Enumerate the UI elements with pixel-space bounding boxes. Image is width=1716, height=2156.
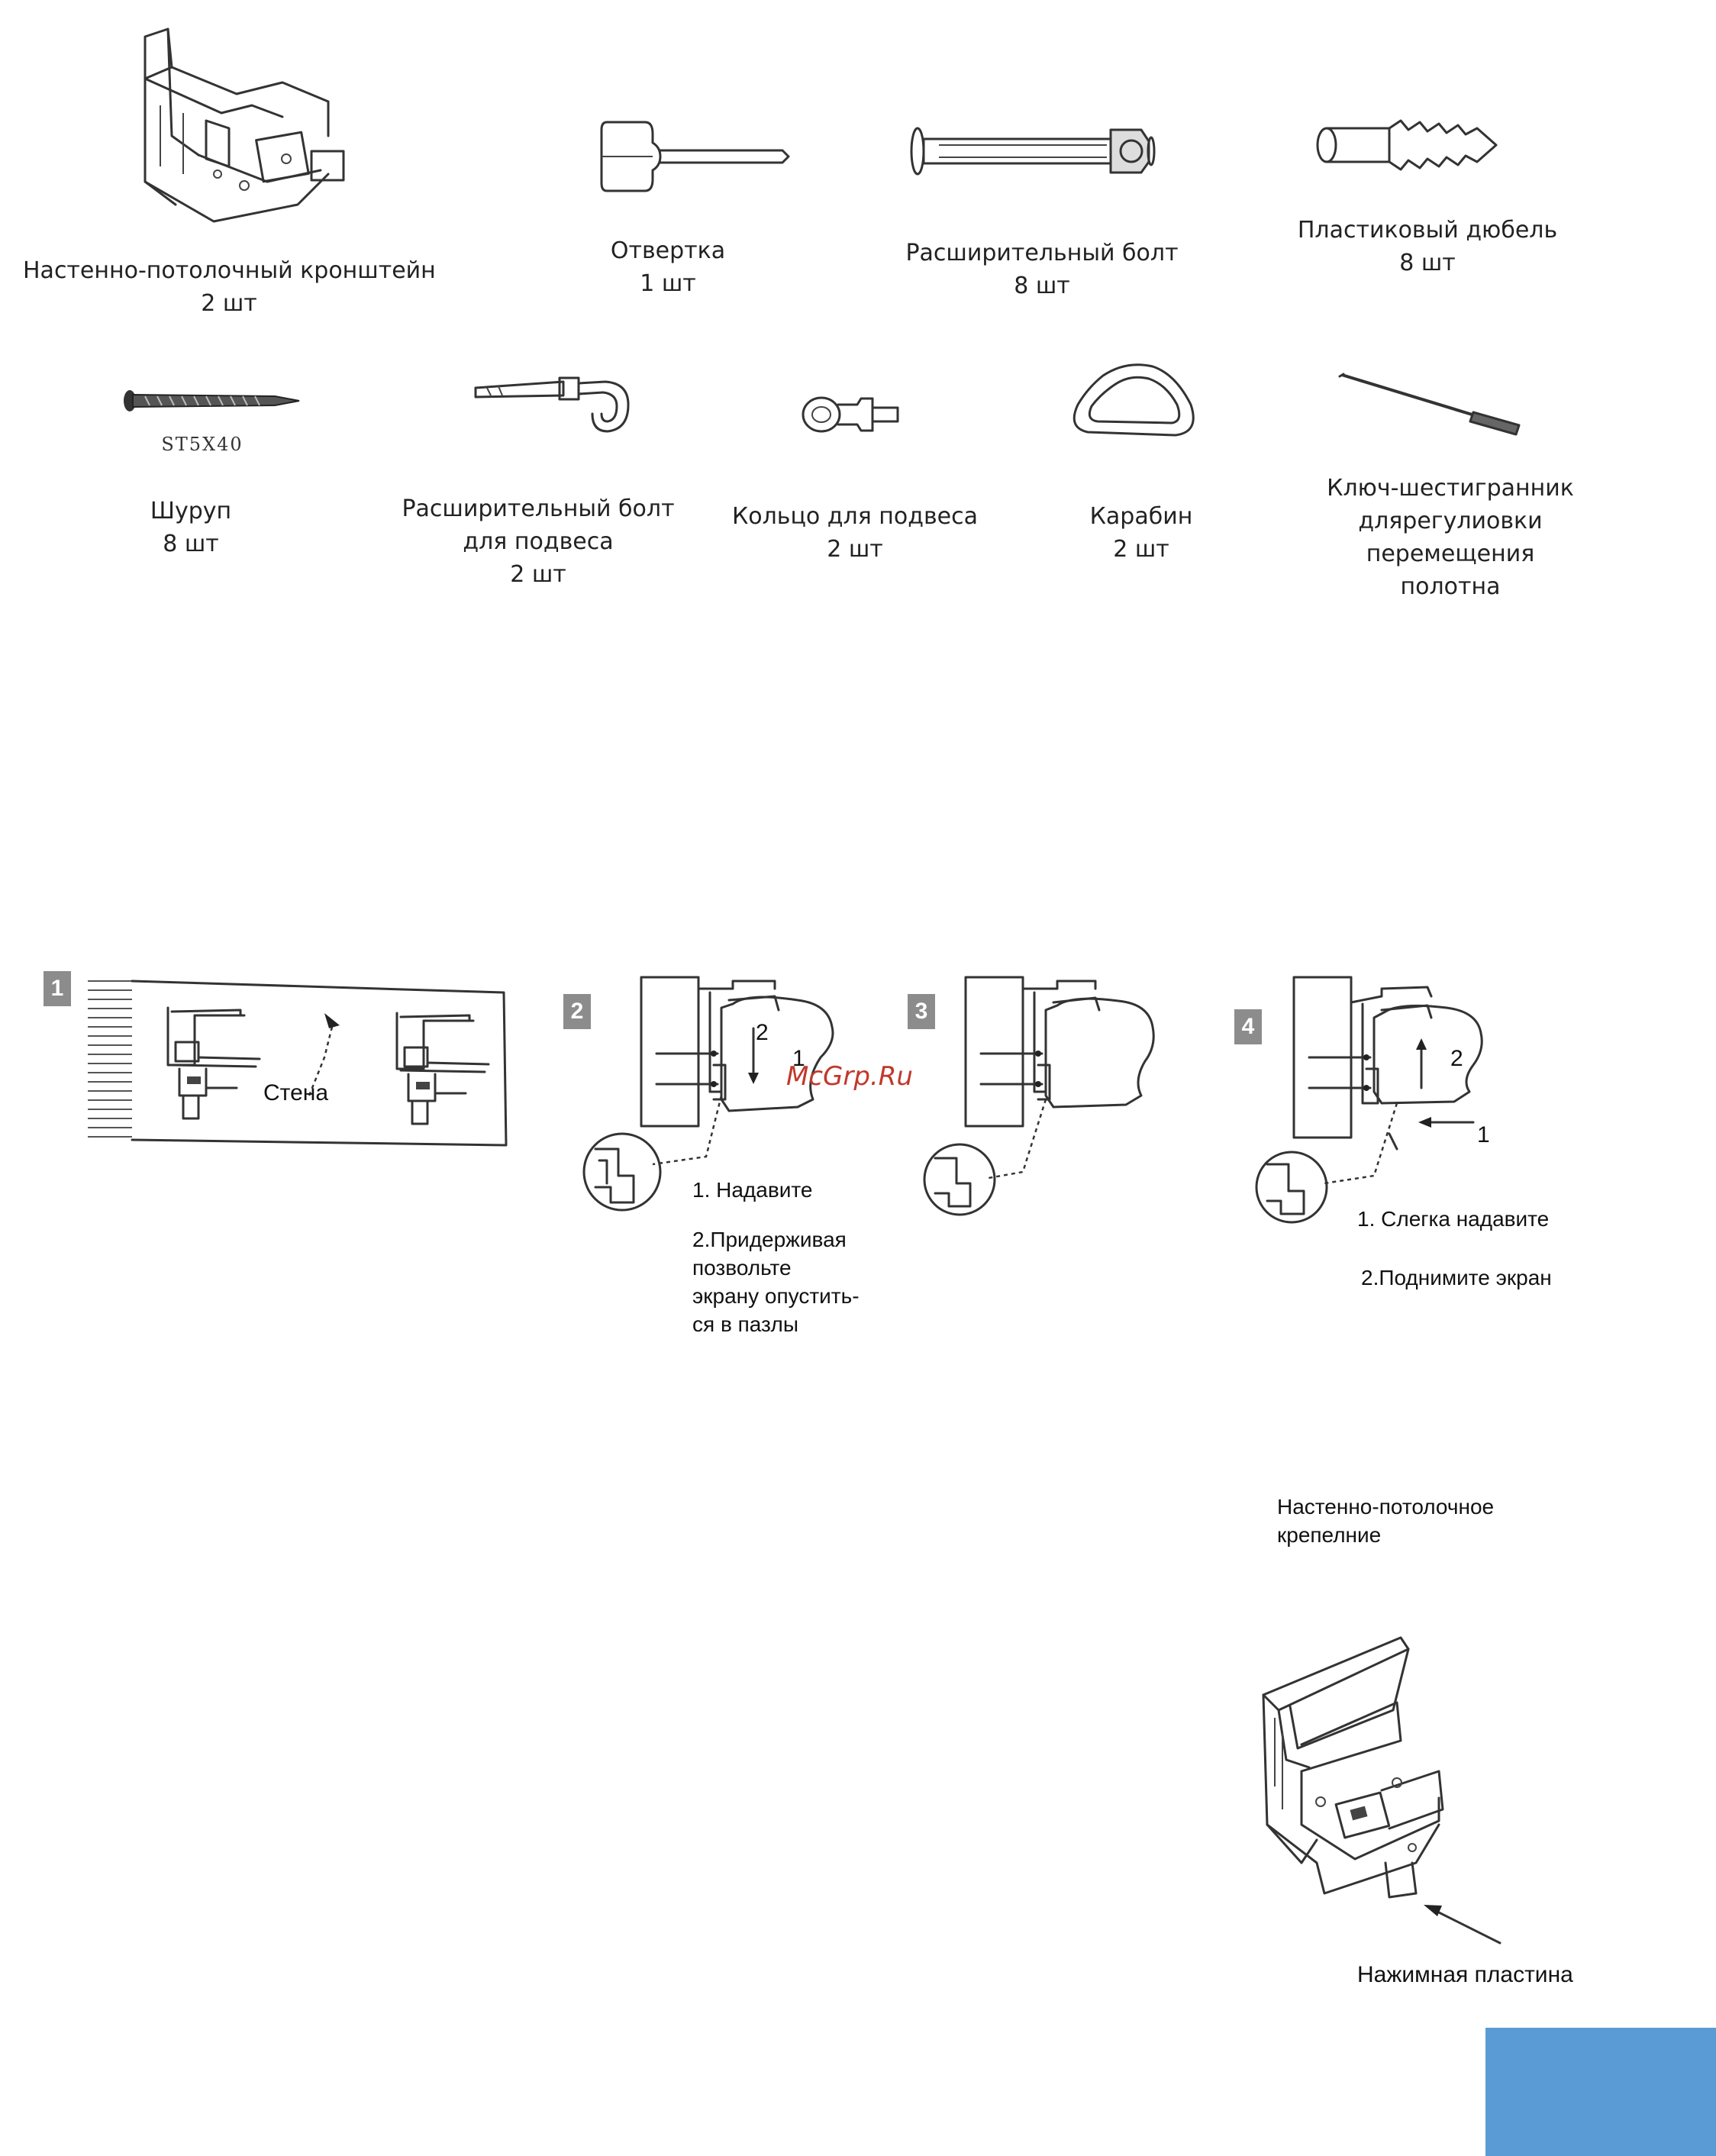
watermark: McGrp.Ru [786,1061,913,1092]
part-qty: 8 шт [1399,250,1456,276]
part-name: Отвертка [610,237,726,264]
bracket-detail-illustration [1262,1636,1502,1945]
part-qty: 2 шт [510,561,566,588]
part-name: Кольцо для подвеса [731,503,979,530]
step-3-diagram [923,976,1155,1216]
hook-bolt-icon [474,376,630,433]
part-name: Шуруп [150,498,232,524]
bracket-detail-title-line: Настенно-потолочное [1277,1495,1495,1519]
part-name: Настенно-потолочный кронштейн [23,257,436,284]
part-label-screw: Шуруп 8 шт [99,495,282,560]
corner-accent-block [1485,2028,1716,2156]
step-2-note-line: 2.Придерживая [692,1228,847,1251]
step-4-note-2: 2.Поднимите экран [1361,1266,1552,1289]
part-label-dowel: Пластиковый дюбель 8 шт [1267,214,1588,279]
step-4-arrow-1: 1 [1477,1122,1490,1147]
part-label-carabiner: Карабин 2 шт [1050,500,1233,566]
part-name-line1: Расширительный болт [402,495,675,522]
step-4-arrow-2: 2 [1450,1046,1463,1071]
step-4-note-1: 1. Слегка надавите [1357,1207,1550,1231]
step-4-badge: 4 [1234,1009,1262,1044]
step-2-arrow-1: 1 [792,1046,805,1071]
pressure-plate-label: Нажимная пластина [1357,1962,1573,1987]
part-qty: 2 шт [201,290,257,317]
step-2-note-2: 2.Придерживая позвольте экрану опустить-… [692,1225,860,1338]
step-2-note-line: экрану опустить- [692,1284,860,1308]
step-1-diagram [88,980,508,1147]
part-label-screwdriver: Отвертка 1 шт [569,234,767,300]
step-2-note-line: ся в пазлы [692,1312,799,1336]
part-qty: 8 шт [1014,273,1070,299]
carabiner-icon [1072,363,1195,437]
hex-key-icon [1338,373,1521,436]
step-1-wall-label: Стена [263,1080,329,1105]
step-2-badge: 2 [563,994,591,1029]
screwdriver-icon [600,121,790,192]
step-2-diagram [582,976,834,1212]
part-label-hex-key: Ключ-шестигранник длярегулиовки перемеще… [1298,472,1603,603]
part-qty: 8 шт [163,531,219,557]
hanging-ring-icon [802,396,899,433]
part-label-bracket: Настенно-потолочный кронштейн 2 шт [23,254,436,320]
step-4-diagram [1255,976,1483,1224]
part-qty: 2 шт [827,536,883,563]
part-name: Расширительный болт [905,240,1179,266]
step-3-badge: 3 [908,994,935,1029]
part-name: Карабин [1089,503,1193,530]
step-2-arrow-2: 2 [756,1020,769,1045]
bracket-detail-title: Настенно-потолочное крепелние [1277,1493,1494,1549]
part-label-expansion-bolt: Расширительный болт 8 шт [885,237,1198,302]
bracket-detail-title-line: крепелние [1277,1523,1382,1547]
plastic-dowel-icon [1316,119,1498,171]
part-qty: 1 шт [640,270,696,297]
part-name: Пластиковый дюбель [1297,217,1558,244]
part-qty: 2 шт [1113,536,1169,563]
part-label-ring: Кольцо для подвеса 2 шт [725,500,985,566]
hex-key-line: длярегулиовки [1358,508,1543,534]
hex-key-line: полотна [1400,573,1501,600]
bracket-illustration [144,27,345,223]
part-name-line2: для подвеса [463,528,614,555]
step-2-note-line: позвольте [692,1256,792,1280]
screw-icon [124,390,300,412]
step-2-note-1: 1. Надавите [692,1178,813,1202]
hex-key-line: Ключ-шестигранник [1327,475,1574,502]
screw-mark: ST5X40 [161,434,244,455]
expansion-bolt-icon [910,127,1156,176]
part-label-hook-bolt: Расширительный болт для подвеса 2 шт [382,492,695,591]
hex-key-line: перемещения [1366,541,1535,567]
step-1-badge: 1 [44,971,71,1006]
